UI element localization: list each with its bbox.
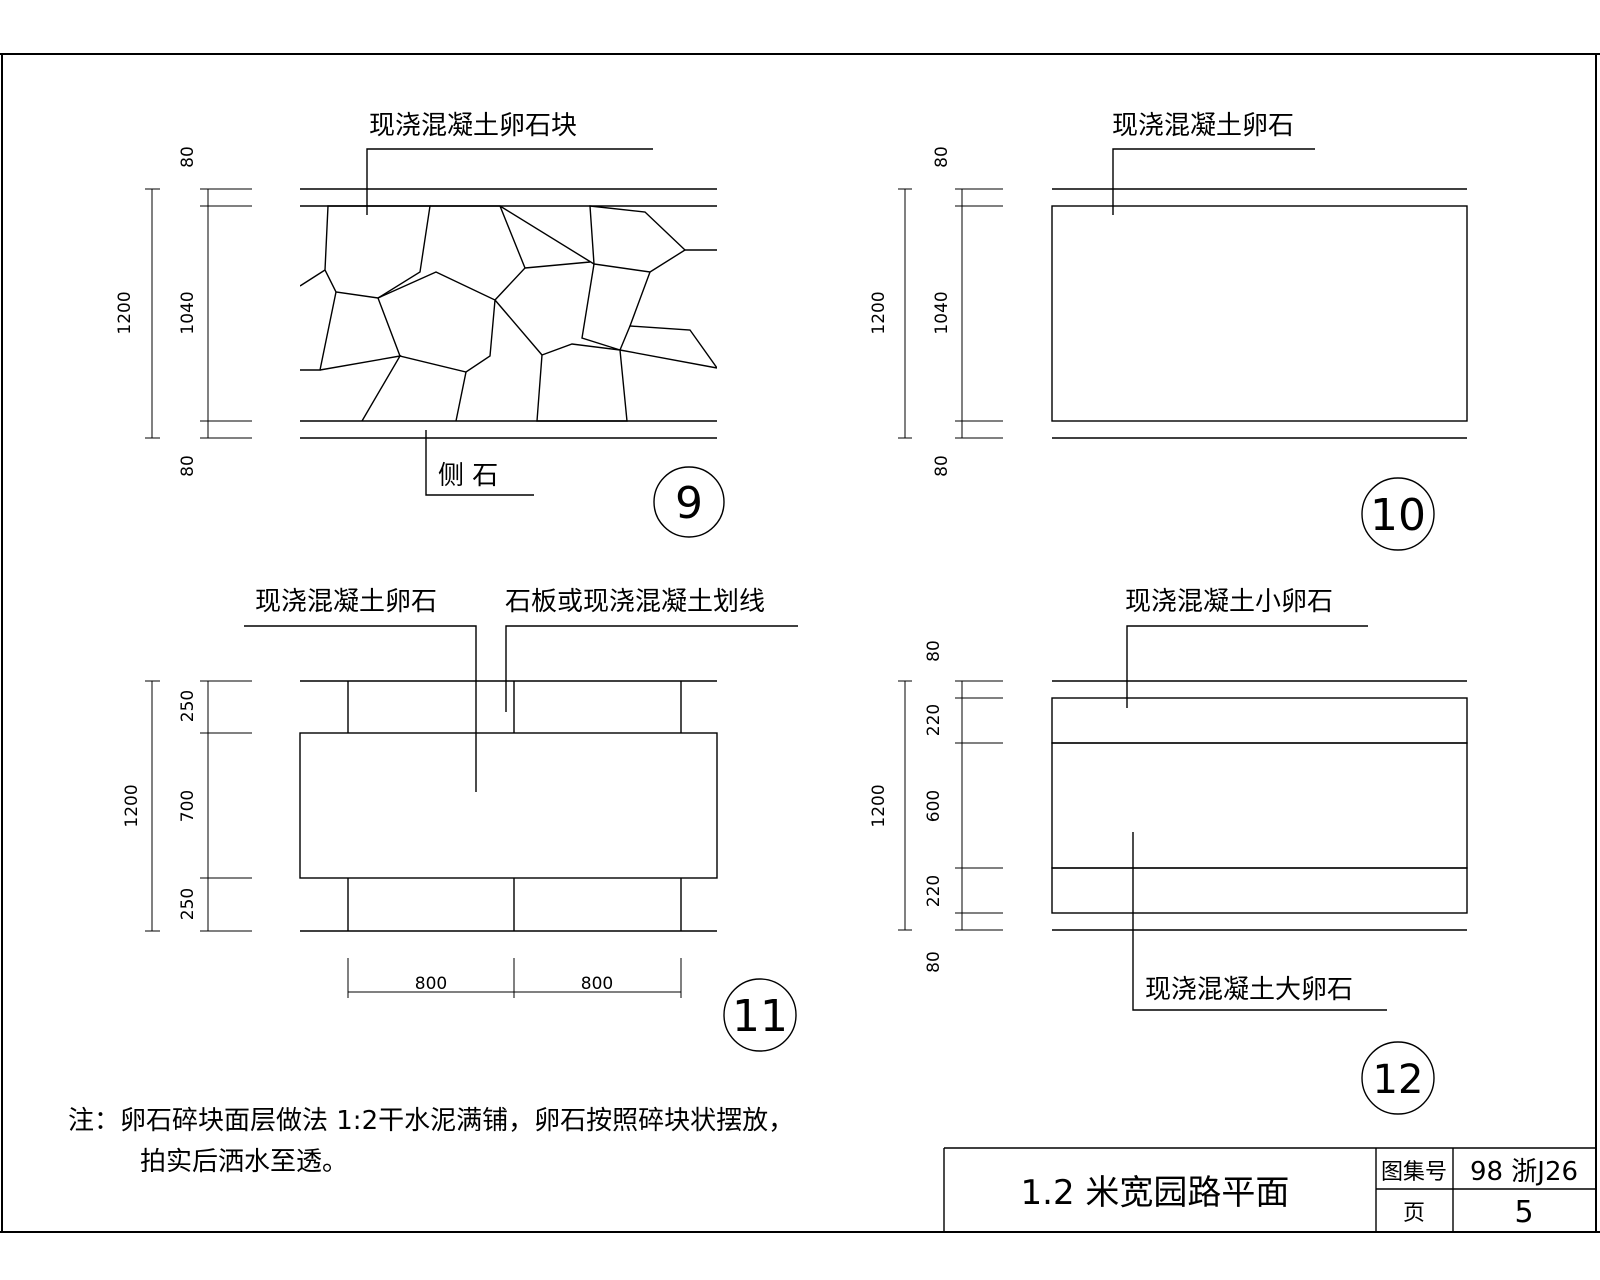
- atlas-number-label: 图集号: [1381, 1160, 1447, 1185]
- drawing-title: 1.2 米宽园路平面: [1021, 1173, 1290, 1213]
- title-block: 1.2 米宽园路平面 图集号 98 浙J26 页 5: [943, 1147, 1596, 1232]
- detail-9-label-top: 现浇混凝土卵石块: [369, 111, 577, 141]
- note-line-2: 拍实后洒水至透。: [140, 1147, 348, 1177]
- detail-12-label-bottom: 现浇混凝土大卵石: [1145, 975, 1353, 1005]
- detail-12-dim-total: 1200: [869, 784, 889, 827]
- detail-11-label-right: 石板或现浇混凝土划线: [505, 587, 765, 617]
- detail-11-dim-w2: 800: [581, 974, 613, 994]
- detail-11-dim-mid: 700: [178, 790, 198, 822]
- detail-9-dim-mid: 1040: [178, 291, 198, 334]
- detail-12-dim-mid: 600: [924, 790, 944, 822]
- detail-11-dim-bottom: 250: [178, 888, 198, 920]
- detail-9-dim-top: 80: [178, 146, 198, 168]
- detail-12-label-top: 现浇混凝土小卵石: [1125, 587, 1333, 617]
- atlas-number-value: 98 浙J26: [1470, 1157, 1578, 1187]
- detail-10-number: 10: [1370, 490, 1426, 541]
- detail-12: 现浇混凝土小卵石 现浇混凝土大卵石 1200 80 220 600 220 80…: [869, 587, 1468, 1115]
- detail-11-dim-w1: 800: [415, 974, 447, 994]
- detail-12-dim-a: 220: [924, 704, 944, 736]
- detail-9-dim-bottom: 80: [178, 455, 198, 477]
- detail-12-dim-b: 220: [924, 875, 944, 907]
- detail-9-label-curb: 侧 石: [438, 461, 498, 491]
- page-value: 5: [1514, 1195, 1533, 1230]
- detail-12-dim-bottom: 80: [924, 951, 944, 973]
- detail-11-label-left: 现浇混凝土卵石: [255, 587, 437, 617]
- detail-10-dim-total: 1200: [869, 291, 889, 334]
- detail-10-dim-mid: 1040: [932, 291, 952, 334]
- detail-9-dim-total: 1200: [115, 291, 135, 334]
- note-line-1: 注：卵石碎块面层做法 1:2干水泥满铺，卵石按照碎块状摆放，: [68, 1106, 794, 1136]
- detail-12-number: 12: [1373, 1057, 1424, 1103]
- detail-12-dim-top: 80: [924, 640, 944, 662]
- detail-11-dim-total: 1200: [122, 784, 142, 827]
- page-label: 页: [1403, 1201, 1425, 1226]
- detail-11-dim-top: 250: [178, 690, 198, 722]
- detail-9-number: 9: [675, 478, 703, 529]
- detail-10: 现浇混凝土卵石 1200 1040 80 80 10: [869, 111, 1468, 551]
- detail-11-number: 11: [732, 991, 788, 1042]
- detail-10-dim-top: 80: [932, 146, 952, 168]
- detail-11: 现浇混凝土卵石 石板或现浇混凝土划线 1200 250 700 250 800 …: [122, 587, 798, 1052]
- detail-10-label-top: 现浇混凝土卵石: [1112, 111, 1294, 141]
- detail-9: 现浇混凝土卵石块 侧 石 1200 1040 80 80 9: [115, 111, 725, 538]
- detail-10-dim-bottom: 80: [932, 455, 952, 477]
